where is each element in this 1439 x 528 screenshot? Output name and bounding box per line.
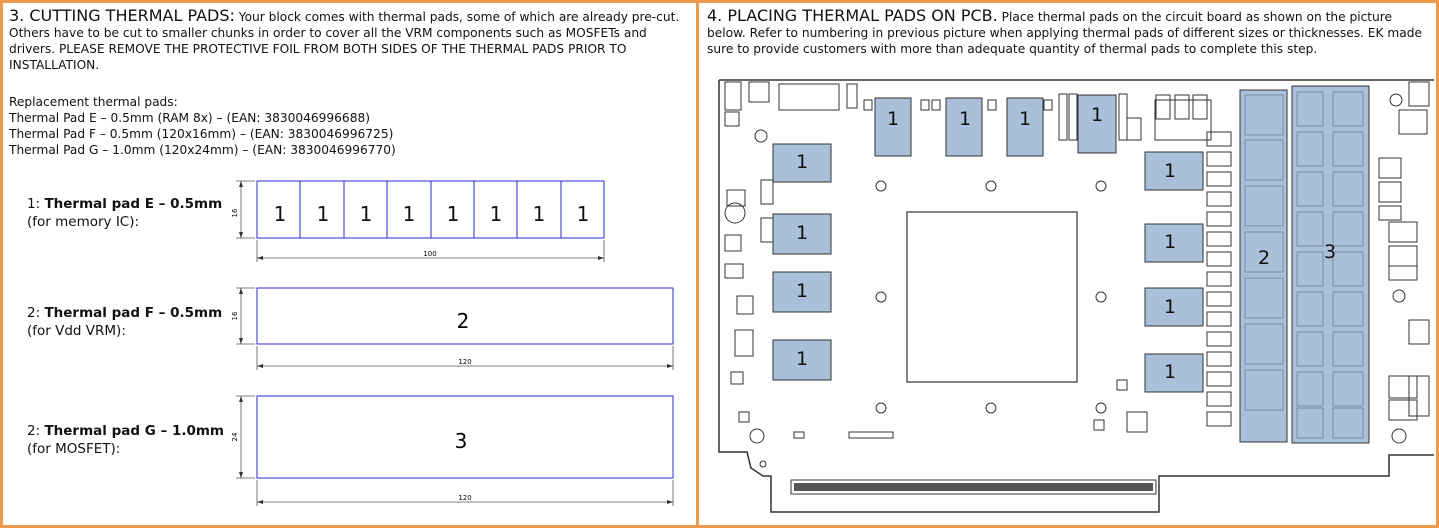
cutting-heading: 3. CUTTING THERMAL PADS: <box>9 6 235 25</box>
pad-g-segment: 3 <box>455 429 468 453</box>
pad-e-segment: 1 <box>447 202 460 226</box>
memory-pad <box>772 271 832 313</box>
pad-e-height-dim: 16 <box>231 208 239 217</box>
pad-e-segment: 1 <box>403 202 416 226</box>
pcb-diagram: 1 1 1 1 1 1 1 1 1 1 1 1 2 3 <box>718 79 1434 513</box>
memory-pad <box>772 339 832 381</box>
panel-divider <box>696 0 699 528</box>
pad-f-label: 2: Thermal pad F – 0.5mm (for Vdd VRM): <box>27 305 223 339</box>
pcb-pad-number: 1 <box>1091 104 1103 126</box>
memory-pad <box>772 213 832 255</box>
memory-pad <box>874 97 912 157</box>
pad-e-use: (for memory IC): <box>27 214 140 230</box>
replacement-item: Thermal Pad E – 0.5mm (RAM 8x) – (EAN: 3… <box>9 111 370 125</box>
replacement-item: Thermal Pad G – 1.0mm (120x24mm) – (EAN:… <box>9 143 396 157</box>
memory-pad <box>1006 97 1044 157</box>
pad-f-height-dim: 16 <box>231 311 239 320</box>
gpu-die-area <box>906 211 1078 383</box>
pad-drawings: 16 100 16 120 24 120 1 1 1 1 1 1 1 1 2 3 <box>231 180 674 506</box>
pad-e-segment: 1 <box>577 202 590 226</box>
cutting-intro-text: Your block comes with thermal pads, some… <box>9 10 680 72</box>
pad-f-width-dim: 120 <box>458 358 471 366</box>
pad-e-segment: 1 <box>533 202 546 226</box>
replacement-pads-list: Replacement thermal pads: Thermal Pad E … <box>9 94 396 158</box>
pad-e-segment: 1 <box>274 202 287 226</box>
memory-pad <box>772 143 832 183</box>
pad-e-segment: 1 <box>360 202 373 226</box>
pad-e-name: Thermal pad E – 0.5mm <box>44 196 223 212</box>
placing-intro: 4. PLACING THERMAL PADS ON PCB. Place th… <box>707 8 1431 57</box>
pad-e-segment: 1 <box>317 202 330 226</box>
memory-pad <box>945 97 983 157</box>
pad-g-outline <box>256 395 674 479</box>
pad-f-outline <box>256 287 674 345</box>
pad-g-height-dim: 24 <box>231 432 239 441</box>
vrm-chokes <box>1206 131 1418 427</box>
cutting-intro: 3. CUTTING THERMAL PADS: Your block come… <box>9 8 689 73</box>
mosfet-pad <box>1291 85 1370 444</box>
memory-pad <box>1144 287 1204 327</box>
memory-pad <box>1144 223 1204 263</box>
memory-pad <box>1144 151 1204 191</box>
pad-e-width-dim: 100 <box>423 250 436 258</box>
memory-pad <box>1077 94 1117 154</box>
pcb-pad-number: 1 <box>1019 108 1031 130</box>
pad-f-segment: 2 <box>457 309 470 333</box>
pad-g-use: (for MOSFET): <box>27 441 121 457</box>
pad-g-name: Thermal pad G – 1.0mm <box>44 423 224 439</box>
pad-underlay-components <box>1244 91 1364 439</box>
pcb-pad-number: 1 <box>796 151 808 173</box>
replacement-item: Thermal Pad F – 0.5mm (120x16mm) – (EAN:… <box>9 127 394 141</box>
placing-heading: 4. PLACING THERMAL PADS ON PCB. <box>707 6 998 25</box>
pcb-pad-number: 1 <box>796 222 808 244</box>
placing-section: 4. PLACING THERMAL PADS ON PCB. Place th… <box>699 0 1436 528</box>
placing-intro-text: Place thermal pads on the circuit board … <box>707 10 1422 56</box>
pcb-outline <box>718 79 1434 513</box>
pcb-pad-number: 1 <box>796 348 808 370</box>
cutting-section: 3. CUTTING THERMAL PADS: Your block come… <box>3 0 696 528</box>
pcb-pad-number-mosfet: 3 <box>1324 241 1336 263</box>
thermal-pad-areas <box>772 85 1370 444</box>
mounting-holes <box>749 93 1407 468</box>
pad-f-name: Thermal pad F – 0.5mm <box>44 305 223 321</box>
pcb-pad-number: 1 <box>959 108 971 130</box>
pcie-connector <box>790 479 1157 495</box>
pcb-components <box>724 81 1430 439</box>
pcb-pad-number-vdd: 2 <box>1258 247 1270 269</box>
pcb-pad-number: 1 <box>1164 296 1176 318</box>
pcb-pad-number: 1 <box>887 108 899 130</box>
pad-e-label: 1: Thermal pad E – 0.5mm (for memory IC)… <box>27 196 223 230</box>
vdd-vrm-pad <box>1239 89 1288 443</box>
pad-f-use: (for Vdd VRM): <box>27 323 126 339</box>
pcb-pad-number: 1 <box>796 280 808 302</box>
pad-g-width-dim: 120 <box>458 494 471 502</box>
pcb-pad-number: 1 <box>1164 231 1176 253</box>
replacement-title: Replacement thermal pads: <box>9 95 178 109</box>
pcb-pad-number: 1 <box>1164 160 1176 182</box>
pad-g-label: 2: Thermal pad G – 1.0mm (for MOSFET): <box>27 423 224 457</box>
memory-pad <box>1144 353 1204 393</box>
pcb-pad-number: 1 <box>1164 361 1176 383</box>
pad-e-segment: 1 <box>490 202 503 226</box>
